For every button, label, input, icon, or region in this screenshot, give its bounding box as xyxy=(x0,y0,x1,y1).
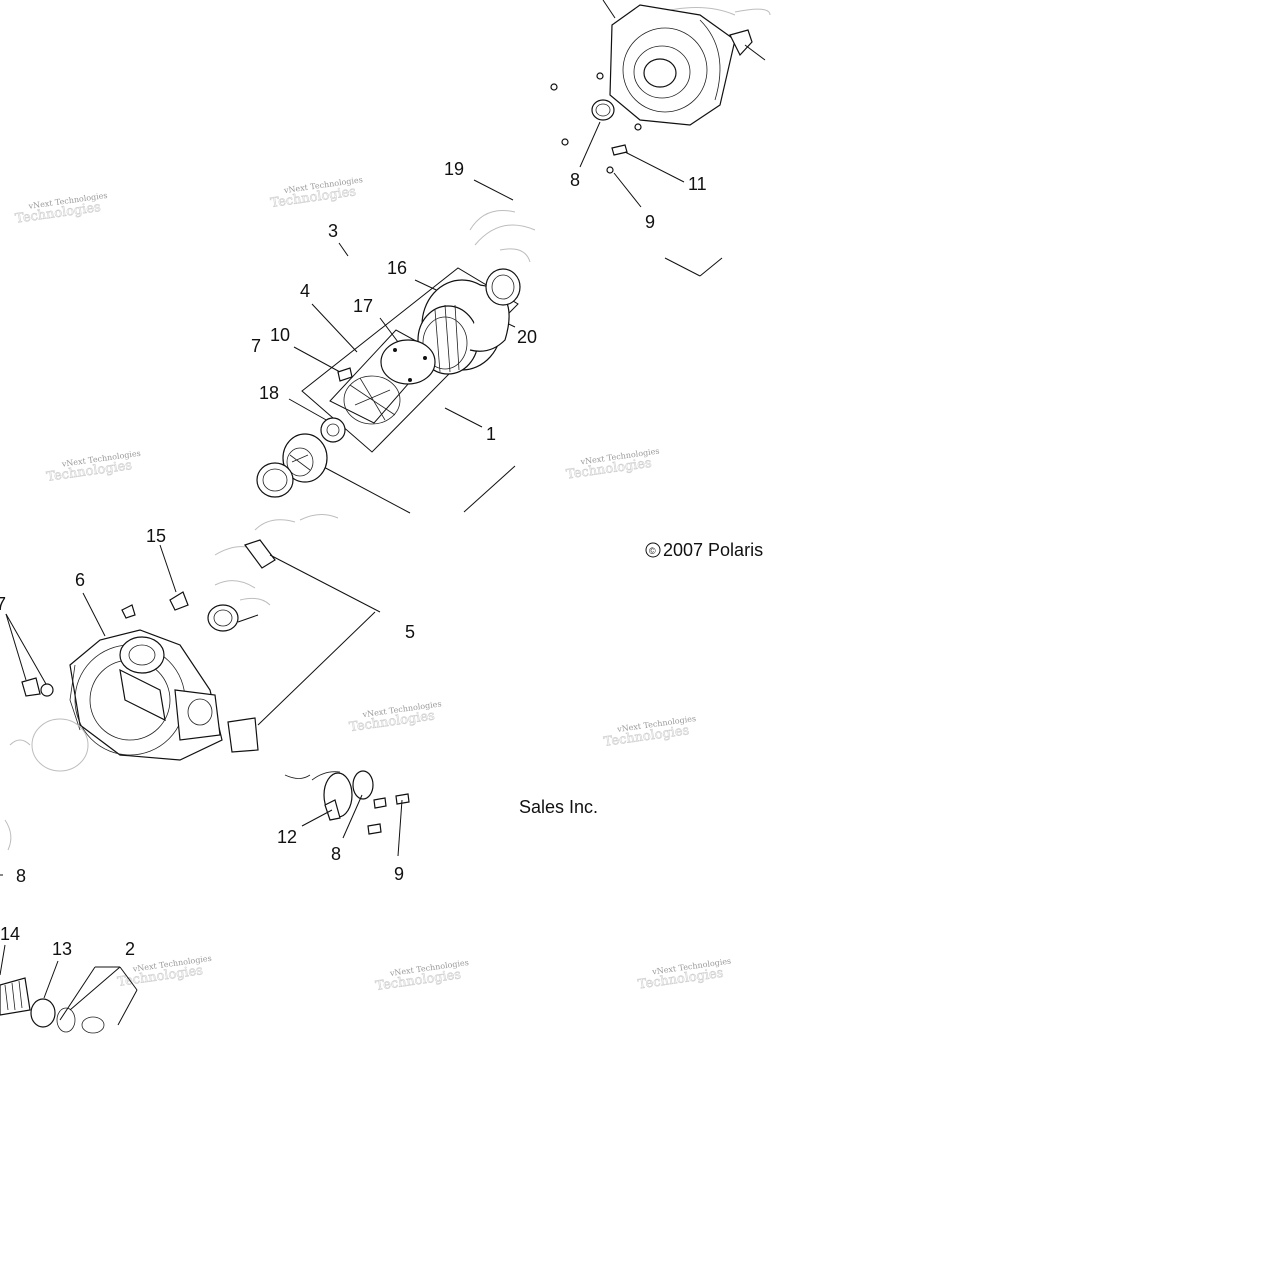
watermark: Technologies vNext Technologies xyxy=(116,954,212,991)
watermarks: Technologies vNext Technologies Technolo… xyxy=(14,175,732,994)
watermark: Technologies vNext Technologies xyxy=(565,447,660,483)
needle-bearing xyxy=(282,433,328,483)
copyright-year-owner: 2007 Polaris xyxy=(663,540,763,560)
copyright-symbol: © xyxy=(649,546,656,556)
seal-ring xyxy=(256,462,294,498)
copyright-notice: © 2007 Polaris Sales Inc. xyxy=(519,540,763,817)
plug-15 xyxy=(159,544,189,611)
callout-8: 8 xyxy=(331,844,341,864)
lower-left-shaft-parts xyxy=(0,874,138,1034)
shaft-section xyxy=(244,539,381,613)
callout-14: 14 xyxy=(0,924,20,944)
callout-8: 8 xyxy=(570,170,580,190)
watermark: Technologies vNext Technologies xyxy=(637,956,732,992)
callout-8: 8 xyxy=(16,866,26,886)
watermark: Technologies vNext Technologies xyxy=(603,714,697,750)
copyright-icon xyxy=(645,542,661,558)
callout-13: 13 xyxy=(52,939,72,959)
seal-lower xyxy=(207,604,259,632)
callout-20: 20 xyxy=(517,327,537,347)
bearing-20 xyxy=(485,248,531,306)
output-shaft-5 xyxy=(227,611,376,753)
callout-12: 12 xyxy=(277,827,297,847)
lower-gearcase-housing xyxy=(69,629,223,761)
watermark: Technologies vNext Technologies xyxy=(374,958,469,994)
watermark: Technologies vNext Technologies xyxy=(14,191,108,227)
callout-6: 6 xyxy=(75,570,85,590)
callout-17: 17 xyxy=(353,296,373,316)
lower-cover-hardware xyxy=(284,770,410,857)
upper-housing-cover xyxy=(602,0,771,126)
callout-7: 7 xyxy=(251,336,261,356)
ghost-gears-lower xyxy=(4,718,89,851)
copyright-company-line: Sales Inc. xyxy=(519,797,598,817)
watermark: Technologies vNext Technologies xyxy=(348,699,442,735)
callout-labels: 19 8 11 9 3 16 4 17 20 10 7 18 1 15 6 7 … xyxy=(0,159,707,959)
watermark: Technologies vNext Technologies xyxy=(45,449,141,486)
callout-7: 7 xyxy=(0,594,6,614)
leader-6 xyxy=(82,592,106,637)
callout-18: 18 xyxy=(259,383,279,403)
callout-5: 5 xyxy=(405,622,415,642)
callout-9: 9 xyxy=(645,212,655,232)
callout-9: 9 xyxy=(394,864,404,884)
callout-15: 15 xyxy=(146,526,166,546)
ghost-gears-middle xyxy=(214,514,339,606)
cover-plate-17 xyxy=(380,339,436,385)
callout-19: 19 xyxy=(444,159,464,179)
callout-2: 2 xyxy=(125,939,135,959)
small-screws-upper xyxy=(550,72,642,174)
callout-10: 10 xyxy=(270,325,290,345)
callout-11: 11 xyxy=(688,174,707,194)
sprag-clutch-assembly xyxy=(343,375,401,425)
pin-10 xyxy=(337,367,353,382)
callout-4: 4 xyxy=(300,281,310,301)
seal-8-upper xyxy=(591,99,615,121)
callout-1: 1 xyxy=(486,424,496,444)
callout-16: 16 xyxy=(387,258,407,278)
fittings-7 xyxy=(5,604,136,697)
callout-3: 3 xyxy=(328,221,338,241)
watermark: Technologies vNext Technologies xyxy=(269,175,363,211)
bearing-18 xyxy=(320,417,346,443)
